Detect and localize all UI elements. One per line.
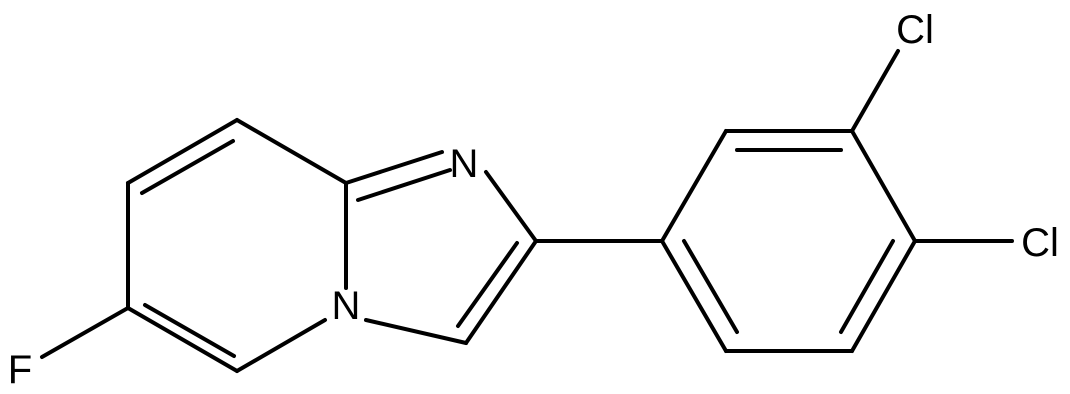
bond-c7-c8-inner — [140, 139, 235, 195]
bond-c3-n4 — [364, 318, 468, 345]
atom-n1-label: N — [450, 142, 479, 186]
bond-c2-c3 — [464, 239, 538, 345]
bond-c8a-n1-inner — [356, 168, 452, 202]
bond-c6-c5-inner — [143, 303, 236, 358]
bond-c8a-n1 — [344, 150, 444, 185]
bond-c6-f — [40, 306, 130, 359]
atom-cl3-label: Cl — [896, 8, 934, 52]
atom-f-label: F — [8, 348, 32, 392]
bond-c8-c8a — [235, 118, 348, 185]
bond-ph3-cl — [850, 49, 900, 133]
bond-c7-c8 — [126, 118, 239, 185]
bond-c2-c3-inner — [456, 241, 519, 328]
bond-c5-n4 — [235, 318, 327, 373]
bond-c6-c5 — [126, 306, 239, 373]
bond-ph6-ph1-inner — [682, 239, 739, 334]
phenyl-ring — [660, 129, 917, 353]
bond-ph4-ph5 — [850, 239, 917, 353]
imidazole-ring — [344, 150, 538, 345]
pyridine-ring — [126, 118, 348, 373]
bond-n1-c2 — [484, 170, 538, 243]
atom-n4-label: N — [332, 284, 361, 328]
atom-cl4-label: Cl — [1021, 221, 1059, 265]
bond-ph4-ph5-inner — [839, 239, 895, 334]
bond-ph1-ph2 — [660, 129, 728, 243]
bond-ph6-ph1 — [660, 239, 728, 353]
bond-ph3-ph4 — [850, 129, 917, 243]
